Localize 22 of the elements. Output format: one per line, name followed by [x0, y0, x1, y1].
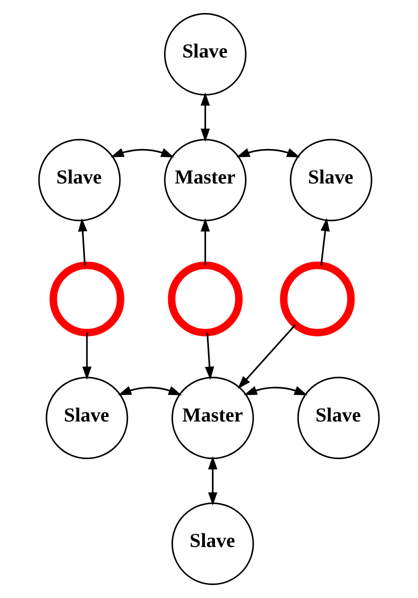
- arrow: [118, 386, 182, 396]
- node-circle: Slave: [172, 502, 254, 585]
- node-circle: Slave: [164, 13, 246, 96]
- node-prohibition: [168, 262, 243, 336]
- arrow: [204, 332, 214, 380]
- node-circle: Slave: [290, 138, 372, 222]
- node-circle: Slave: [297, 376, 380, 460]
- arrow: [110, 148, 174, 158]
- node-prohibition: [50, 262, 124, 336]
- node-circle: Slave: [46, 376, 128, 460]
- node-prohibition: [280, 262, 355, 336]
- arrow: [208, 456, 218, 506]
- arrow: [244, 386, 308, 396]
- arrow: [78, 218, 88, 266]
- arrow: [200, 92, 210, 142]
- arrow: [238, 324, 296, 389]
- node-circle: Master: [164, 138, 246, 222]
- arrow: [200, 218, 210, 266]
- arrow: [82, 332, 92, 380]
- arrow: [236, 148, 300, 158]
- arrow: [320, 218, 330, 266]
- node-circle: Slave: [38, 138, 121, 222]
